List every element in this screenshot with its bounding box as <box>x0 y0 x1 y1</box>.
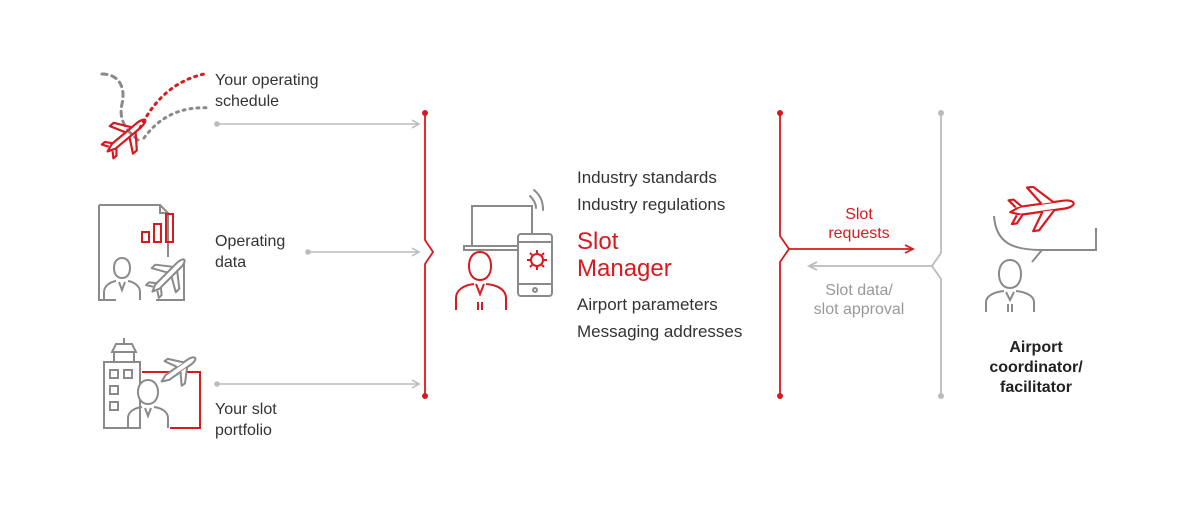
left-bracket <box>424 113 435 396</box>
right-gray-bracket-top-dot <box>938 110 944 116</box>
right-red-bracket-top-dot <box>777 110 783 116</box>
airplane-route-icon <box>100 72 212 160</box>
input-arrow-data-dot <box>305 249 311 255</box>
slot-approval-label: Slot data/slot approval <box>813 282 905 318</box>
input-arrow-schedule <box>217 119 421 129</box>
right-gray-bracket <box>806 113 942 396</box>
airport-coordinator-icon <box>985 186 1097 312</box>
slot-portfolio-icon <box>103 338 201 429</box>
input-arrow-schedule-dot <box>214 121 220 127</box>
right-red-bracket <box>779 113 916 396</box>
right-red-bracket-bottom-dot <box>777 393 783 399</box>
slot-manager-device-icon <box>455 189 553 310</box>
input-arrow-portfolio <box>217 379 421 389</box>
input-arrow-data <box>308 247 421 257</box>
left-bracket-bottom-dot <box>422 393 428 399</box>
right-gray-bracket-bottom-dot <box>938 393 944 399</box>
input-arrow-portfolio-dot <box>214 381 220 387</box>
operating-data-icon <box>98 204 186 301</box>
left-bracket-top-dot <box>422 110 428 116</box>
